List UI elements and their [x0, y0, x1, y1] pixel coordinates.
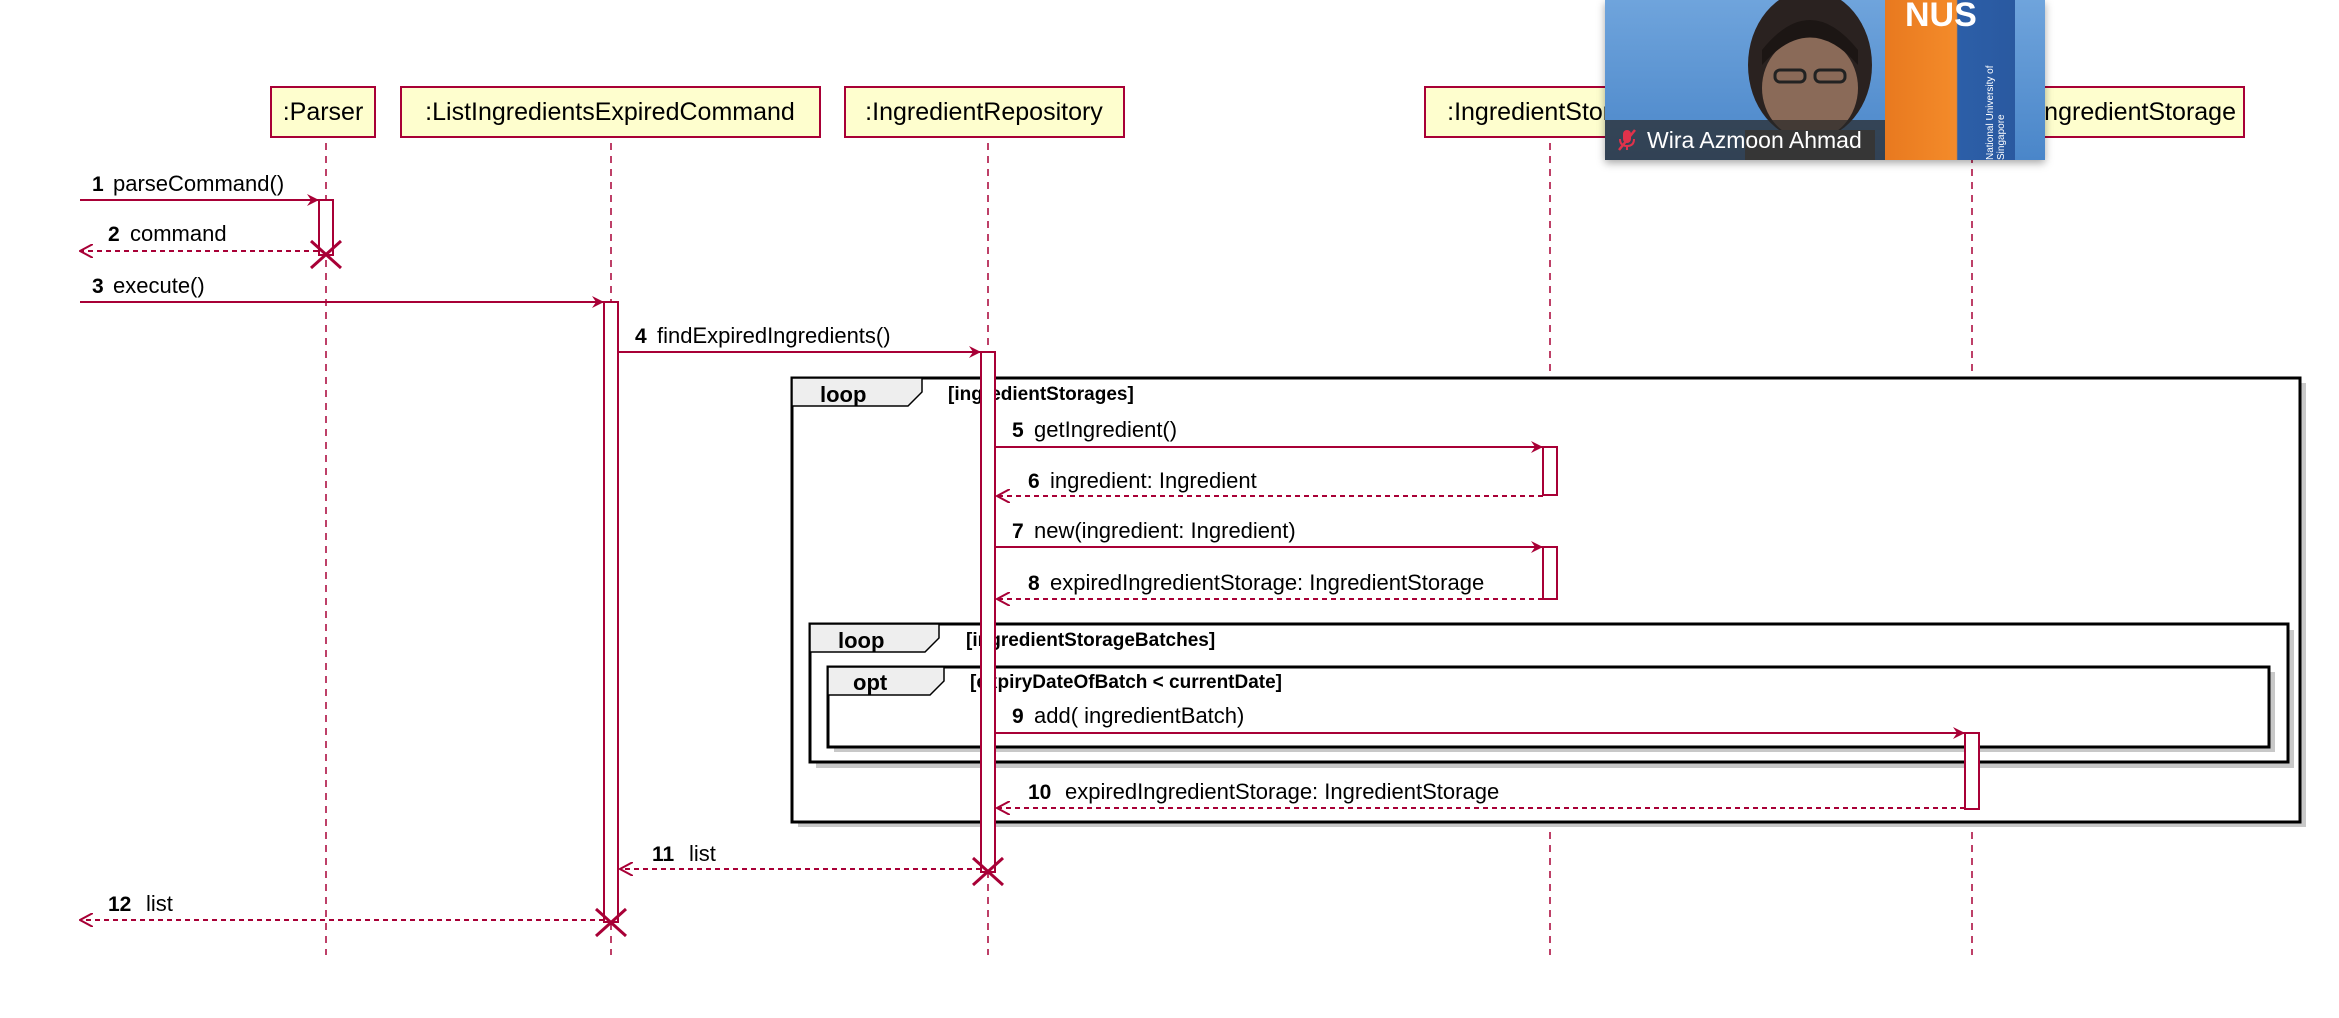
message-8: 8 expiredIngredientStorage: IngredientSt…	[997, 570, 1543, 599]
message-5-text: getIngredient()	[1034, 417, 1177, 442]
message-4: 4 findExpiredIngredients()	[618, 323, 981, 358]
message-1-number: 1	[92, 173, 104, 196]
activation-expired-storage	[1964, 732, 1980, 810]
message-5: 5 getIngredient()	[995, 417, 1543, 453]
message-9-number: 9	[1012, 705, 1024, 728]
message-6-text: ingredient: Ingredient	[1050, 468, 1257, 493]
destroy-command	[594, 907, 628, 938]
participant-name-bar: Wira Azmoon Ahmad	[1605, 120, 1885, 160]
participant-parser-label: :Parser	[283, 98, 364, 126]
message-6: 6 ingredient: Ingredient	[997, 468, 1543, 496]
activation-repository	[980, 351, 996, 873]
message-12-number: 12	[108, 893, 131, 916]
message-11-number: 11	[652, 843, 675, 866]
message-8-number: 8	[1028, 572, 1040, 595]
message-10: 10 expiredIngredientStorage: IngredientS…	[997, 779, 1965, 808]
nus-banner-caption: National University of Singapore	[1985, 65, 2007, 160]
activation-storage-get	[1542, 446, 1558, 496]
participant-name: Wira Azmoon Ahmad	[1647, 126, 1862, 153]
message-3: 3 execute()	[80, 273, 604, 308]
message-7: 7 new(ingredient: Ingredient)	[995, 518, 1543, 553]
destroy-repository	[971, 856, 1005, 887]
participant-parser: :Parser	[270, 86, 376, 138]
frame-loop-batches-keyword: loop	[838, 628, 884, 653]
frame-loop-storages-keyword: loop	[820, 382, 866, 407]
message-5-number: 5	[1012, 419, 1024, 442]
frame-loop-batches-guard: [ingredientStorageBatches]	[966, 630, 1215, 651]
message-11-text: list	[689, 841, 716, 866]
message-9-text: add( ingredientBatch)	[1034, 703, 1244, 728]
message-1: 1 parseCommand()	[80, 171, 319, 206]
message-3-number: 3	[92, 275, 104, 298]
message-2: 2 command	[80, 221, 318, 251]
mic-muted-icon	[1618, 129, 1636, 151]
message-4-text: findExpiredIngredients()	[657, 323, 891, 348]
participant-repository: :IngredientRepository	[844, 86, 1125, 138]
activation-storage-new	[1542, 546, 1558, 600]
message-4-number: 4	[635, 325, 647, 348]
participant-command: :ListIngredientsExpiredCommand	[400, 86, 821, 138]
nus-banner	[1885, 0, 2015, 160]
message-12-text: list	[146, 891, 173, 916]
message-3-text: execute()	[113, 273, 205, 298]
message-9: 9 add( ingredientBatch)	[995, 703, 1965, 739]
message-7-text: new(ingredient: Ingredient)	[1034, 518, 1296, 543]
video-call-tile[interactable]: NUS National University of Singapore Wir…	[1605, 0, 2045, 160]
message-11: 11 list	[620, 841, 981, 869]
message-12: 12 list	[80, 891, 604, 920]
message-2-text: command	[130, 221, 227, 246]
activation-parser	[318, 199, 334, 256]
nus-logo: NUS	[1905, 0, 1977, 34]
message-10-number: 10	[1028, 781, 1051, 804]
frame-opt-keyword: opt	[853, 670, 888, 695]
activation-command	[603, 301, 619, 923]
participant-command-label: :ListIngredientsExpiredCommand	[425, 98, 795, 126]
frame-loop-storages-guard: [ingredientStorages]	[948, 384, 1134, 405]
message-10-text: expiredIngredientStorage: IngredientStor…	[1065, 779, 1499, 804]
participant-repository-label: :IngredientRepository	[865, 98, 1103, 126]
message-7-number: 7	[1012, 520, 1024, 543]
frame-opt-guard: [expiryDateOfBatch < currentDate]	[970, 672, 1282, 693]
message-6-number: 6	[1028, 470, 1040, 493]
message-1-text: parseCommand()	[113, 171, 284, 196]
message-2-number: 2	[108, 223, 120, 246]
destroy-parser	[309, 239, 343, 270]
message-8-text: expiredIngredientStorage: IngredientStor…	[1050, 570, 1484, 595]
